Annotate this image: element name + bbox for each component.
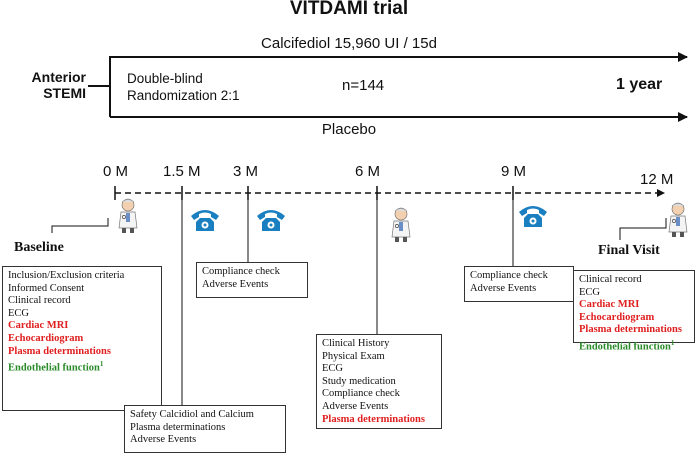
box-line: Echocardiogram <box>8 333 156 346</box>
duration-label: 1 year <box>616 76 663 93</box>
doctor-icon <box>668 202 688 237</box>
population-line-2: STEMI <box>43 85 86 101</box>
box-line: Adverse Events <box>130 434 280 447</box>
box-line-text: Endothelial function <box>8 362 100 374</box>
box-line: ECG <box>579 287 689 300</box>
box-line-text: Clinical History <box>322 338 390 349</box>
box-line: ECG <box>322 363 436 376</box>
baseline-connector <box>51 218 109 233</box>
month-label-9: 9 M <box>501 163 527 180</box>
box-line-text: Plasma determinations <box>579 324 682 336</box>
box-line: Clinical record <box>579 274 689 287</box>
telephone-icon <box>257 210 285 231</box>
sample-size: n=144 <box>342 77 385 94</box>
telephone-icon <box>191 210 219 231</box>
month-label-12: 12 M <box>640 171 674 188</box>
box-line: Cardiac MRI <box>8 320 156 333</box>
box-line: ECG <box>8 308 156 321</box>
box-line: Plasma determinations <box>130 422 280 435</box>
box-line-text: Compliance check <box>322 388 400 400</box>
box-line: Adverse Events <box>322 401 436 414</box>
box-line-text: Safety Calcidiol and Calcium <box>130 409 254 420</box>
box-line: Plasma determinations <box>8 346 156 359</box>
telephone-icon <box>519 206 547 227</box>
box-line-text: Endothelial function <box>579 341 671 353</box>
box-line: Plasma determinations <box>579 324 689 337</box>
doctor-icon <box>118 198 138 233</box>
box-line: Endothelial function1 <box>8 358 156 375</box>
month-label-6: 6 M <box>355 163 381 180</box>
doctor-icon <box>391 207 411 242</box>
diagram-title: VITDAMI trial <box>289 0 409 19</box>
footnote-marker: 1 <box>670 338 675 347</box>
final-connector <box>619 218 667 240</box>
box-line-text: Plasma determinations <box>8 345 111 357</box>
box-line-text: Echocardiogram <box>579 311 655 323</box>
box-line: Compliance check <box>202 266 302 279</box>
box-line: Endothelial function1 <box>579 337 689 354</box>
month-label-0: 0 M <box>103 163 129 180</box>
box-line-text: Cardiac MRI <box>579 299 640 311</box>
final-visit-label: Final Visit <box>598 243 660 258</box>
box-line-text: ECG <box>579 286 600 298</box>
box-line-text: Informed Consent <box>8 282 85 294</box>
box-line: Clinical record <box>8 295 156 308</box>
box-line: Compliance check <box>470 270 568 283</box>
method-label: Double-blind Randomization 2:1 <box>127 70 240 104</box>
box-line-text: Physical Exam <box>322 350 385 362</box>
box-line-text: Compliance check <box>470 270 548 281</box>
box-line-text: Plasma determinations <box>130 421 226 433</box>
box-line: Adverse Events <box>470 283 568 296</box>
box-line-text: Compliance check <box>202 266 280 277</box>
box-line-text: Adverse Events <box>202 278 269 290</box>
placebo-arm-label: Placebo <box>321 121 377 138</box>
population-label: Anterior STEMI <box>10 69 86 101</box>
baseline-label: Baseline <box>14 240 64 255</box>
box-line: Plasma determinations <box>322 414 436 427</box>
box-line: Clinical History <box>322 338 436 351</box>
month-label-1_5: 1.5 M <box>163 163 201 180</box>
box-line: Informed Consent <box>8 283 156 296</box>
box-line-text: Adverse Events <box>322 400 389 412</box>
box-line-text: Echocardiogram <box>8 332 84 344</box>
box-line-text: ECG <box>322 363 343 375</box>
box-line-text: Clinical record <box>8 295 71 307</box>
diagram-lines <box>51 52 688 405</box>
box-line: Physical Exam <box>322 351 436 364</box>
footnote-marker: 1 <box>99 360 104 369</box>
box-line: Study medication <box>322 376 436 389</box>
population-line-1: Anterior <box>31 69 86 85</box>
box-line: Inclusion/Exclusion criteria <box>8 270 156 283</box>
treatment-arm-label: Calcifediol 15,960 UI / 15d <box>261 35 437 52</box>
box-line: Compliance check <box>322 388 436 401</box>
box-line: Safety Calcidiol and Calcium <box>130 409 280 422</box>
box-line-text: Cardiac MRI <box>8 320 69 332</box>
box-line-text: Study medication <box>322 375 396 387</box>
box-line-text: Adverse Events <box>470 282 537 294</box>
box-line-text: Clinical record <box>579 274 642 285</box>
method-line-2: Randomization 2:1 <box>127 88 240 103</box>
box-line: Cardiac MRI <box>579 299 689 312</box>
box-line-text: Inclusion/Exclusion criteria <box>8 270 125 281</box>
box-line-text: Plasma determinations <box>322 413 425 425</box>
box-line: Adverse Events <box>202 279 302 292</box>
box-line-text: ECG <box>8 307 29 319</box>
box-line: Echocardiogram <box>579 312 689 325</box>
month-label-3: 3 M <box>233 163 259 180</box>
method-line-1: Double-blind <box>127 71 203 86</box>
box-line-text: Adverse Events <box>130 434 197 446</box>
